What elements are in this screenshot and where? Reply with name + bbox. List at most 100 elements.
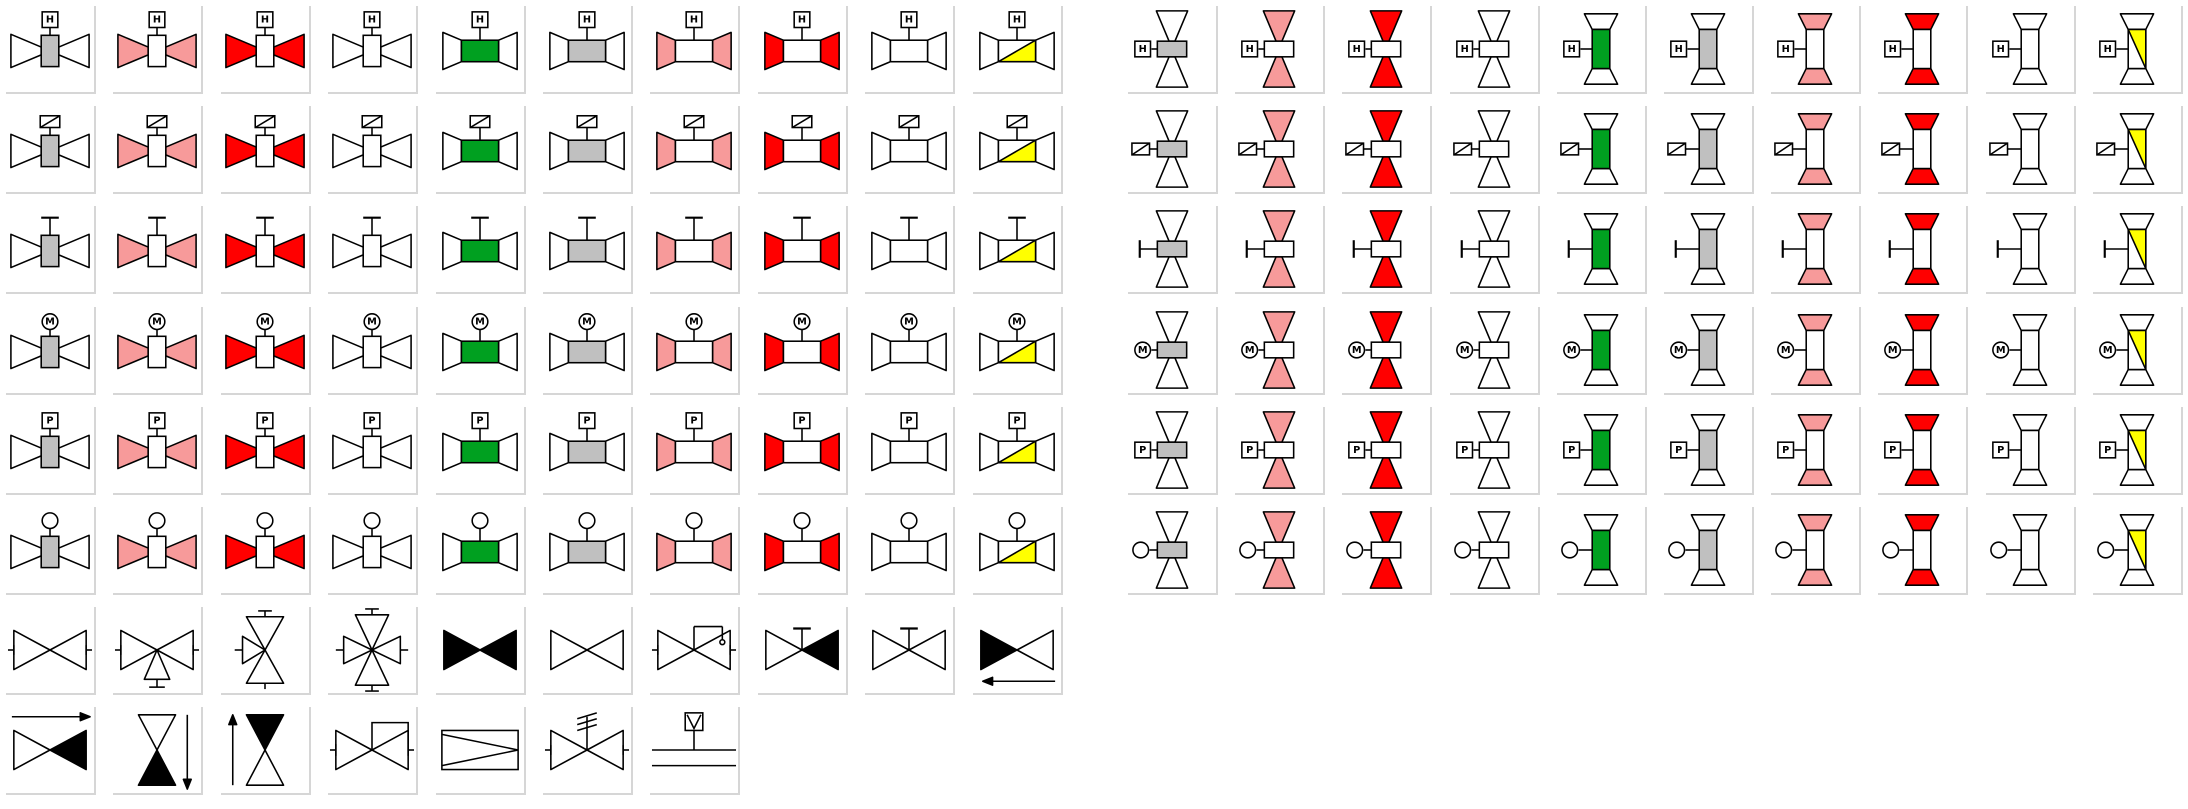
valve-cone-top bbox=[1583, 413, 1619, 432]
valve-glyph bbox=[1989, 514, 2047, 586]
valve-body bbox=[889, 39, 929, 63]
bowtie-right bbox=[908, 629, 947, 671]
valve-cone-right bbox=[712, 31, 733, 71]
valve-cone-bottom bbox=[2119, 167, 2155, 186]
valve-motor-open-idle-horizontal: M bbox=[865, 306, 956, 395]
valve-glyph bbox=[10, 115, 90, 169]
valve-cone-bottom bbox=[1690, 67, 1726, 85]
valve-motor-open-horizontal: M bbox=[435, 306, 526, 395]
actuator-letter: P bbox=[154, 415, 161, 426]
valve-cone-right bbox=[604, 231, 625, 271]
valve-cone-right bbox=[165, 434, 198, 470]
valve-body bbox=[1591, 329, 1611, 370]
valve-glyph bbox=[1988, 113, 2047, 186]
valve-diaphragm-moving-horizontal bbox=[972, 507, 1063, 595]
valve-body bbox=[2020, 429, 2040, 471]
valve-cone-left bbox=[549, 432, 570, 472]
valve-cone-left bbox=[978, 231, 999, 271]
hand-actuator-icon bbox=[1991, 40, 2009, 58]
valve-cone-left bbox=[224, 233, 257, 269]
motor-actuator-icon bbox=[793, 312, 811, 330]
valve-glyph: P bbox=[1884, 413, 1940, 486]
valve-cone-left bbox=[10, 534, 42, 570]
valve-glyph: H bbox=[656, 11, 733, 71]
valve-cone-top bbox=[1369, 110, 1403, 143]
valve-glyph bbox=[7, 629, 93, 671]
valve-cone-left bbox=[224, 33, 257, 69]
valve-cone-right bbox=[272, 534, 305, 570]
valve-solenoid-closed-vertical bbox=[1449, 106, 1540, 195]
valve-glyph bbox=[441, 217, 518, 271]
valve-cone-top bbox=[1369, 511, 1403, 543]
valve-glyph bbox=[224, 115, 305, 169]
valve-cone-right bbox=[58, 334, 90, 369]
valve-cone-bottom bbox=[1155, 256, 1189, 289]
valve-glyph: M bbox=[1241, 310, 1296, 389]
valve-cone-left bbox=[224, 434, 257, 470]
valve-glyph: P bbox=[871, 411, 948, 472]
valve-glyph bbox=[1138, 210, 1189, 289]
valve-glyph: P bbox=[1777, 413, 1833, 486]
spring-valve-symbol bbox=[543, 707, 633, 796]
four-way-valve-symbol bbox=[328, 607, 419, 696]
valve-glyph: H bbox=[763, 11, 840, 71]
hand-actuator-icon bbox=[148, 11, 166, 29]
valve-manual-open-alarm-vertical bbox=[1878, 206, 1969, 295]
vertical-half-closed-valve-symbol bbox=[113, 707, 204, 796]
valve-glyph bbox=[1667, 113, 1726, 186]
valve-cone-left bbox=[332, 233, 365, 269]
valve-cone-bottom bbox=[1797, 368, 1833, 386]
bowtie-left bbox=[550, 629, 588, 671]
valve-cone-left bbox=[871, 332, 892, 371]
valve-cone-right bbox=[165, 334, 198, 369]
valve-body bbox=[1912, 329, 1932, 370]
pneumatic-actuator-icon bbox=[148, 411, 166, 430]
valve-body bbox=[889, 139, 929, 163]
valve-diaphragm-open-idle-horizontal bbox=[865, 507, 956, 595]
regulator-sensor bbox=[719, 639, 726, 646]
hand-actuator-icon bbox=[1562, 40, 1581, 58]
valve-glyph: H bbox=[1134, 10, 1189, 88]
valve-solenoid-open-unknown-vertical bbox=[1664, 106, 1754, 195]
valve-glyph bbox=[1452, 110, 1511, 189]
valve-solenoid-open-unknown-horizontal bbox=[543, 106, 633, 195]
valve-diaphragm-open-unknown-horizontal bbox=[543, 507, 633, 595]
valve-glyph bbox=[763, 512, 840, 572]
valve-body bbox=[675, 239, 714, 263]
valve-cone-left bbox=[332, 434, 365, 470]
valve-motor-closed-warning-vertical: M bbox=[1235, 306, 1326, 395]
valve-hand-open-idle-vertical: H bbox=[1985, 6, 2076, 94]
valve-glyph bbox=[549, 512, 625, 572]
valve-body bbox=[147, 535, 167, 569]
valve-glyph bbox=[117, 115, 198, 169]
valve-cone-bottom bbox=[1369, 456, 1403, 489]
valve-cone-bottom bbox=[1262, 156, 1296, 189]
valve-cone-top bbox=[1583, 514, 1619, 532]
motor-actuator-icon bbox=[1777, 340, 1795, 359]
valve-glyph: H bbox=[549, 11, 625, 71]
bowtie-left bbox=[13, 730, 51, 771]
actuator-letter: H bbox=[1889, 44, 1897, 55]
valve-body bbox=[1805, 529, 1825, 571]
valve-body bbox=[1591, 529, 1611, 571]
valve-cone-top bbox=[1477, 511, 1511, 543]
valve-body-progress bbox=[2127, 128, 2147, 170]
valve-cone-bottom bbox=[1797, 67, 1833, 85]
motor-actuator-icon bbox=[1455, 340, 1473, 359]
valve-manual-open-warning-vertical bbox=[1771, 206, 1862, 295]
valve-solenoid-closed-horizontal bbox=[328, 106, 419, 195]
valve-body bbox=[362, 134, 382, 168]
valve-glyph: P bbox=[1241, 410, 1296, 489]
valve-cone-right bbox=[1034, 131, 1055, 171]
valve-body bbox=[40, 435, 60, 469]
valve-glyph bbox=[764, 627, 839, 671]
hand-actuator-icon bbox=[1348, 40, 1366, 58]
valve-diaphragm-open-alarm-horizontal bbox=[757, 507, 848, 595]
valve-body-progress bbox=[997, 540, 1036, 564]
valve-cone-left bbox=[117, 133, 150, 169]
diaphragm-actuator-icon bbox=[2096, 541, 2115, 559]
valve-cone-right bbox=[926, 31, 948, 71]
bowtie-left bbox=[872, 629, 910, 671]
valve-body bbox=[147, 234, 167, 268]
